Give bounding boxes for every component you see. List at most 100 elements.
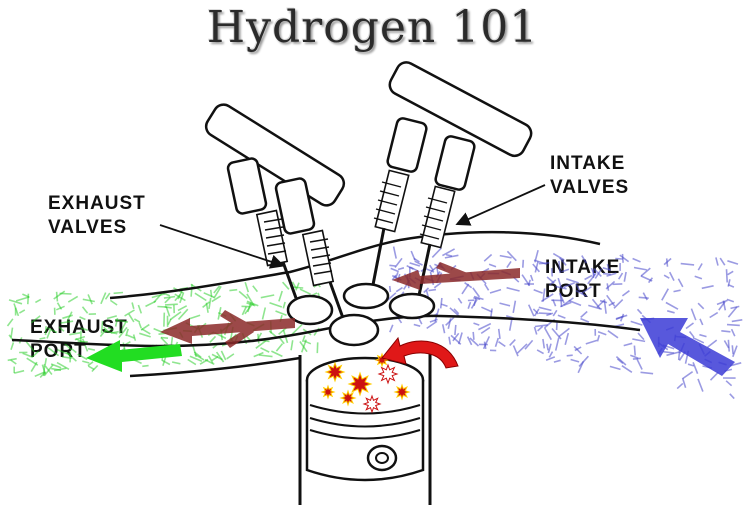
flow-particle: [551, 327, 562, 340]
flow-particle: [538, 306, 552, 312]
flow-particle: [106, 315, 118, 320]
flow-particle: [246, 293, 255, 306]
exhaust-port-arrow: [86, 340, 182, 372]
flow-particle: [546, 343, 549, 351]
flow-particle: [91, 364, 99, 373]
flow-particle: [244, 282, 250, 293]
flow-particle: [194, 292, 207, 302]
flow-particle: [46, 329, 51, 339]
flow-particle: [238, 290, 248, 300]
spark-burst: [339, 389, 357, 407]
flow-particle: [608, 301, 616, 307]
flow-particle: [546, 276, 555, 284]
flow-particle: [131, 302, 135, 310]
spark-burst: [320, 384, 336, 400]
flow-particle: [534, 261, 539, 273]
flow-particle: [606, 294, 616, 307]
flow-particle: [46, 327, 58, 334]
flow-particle: [409, 262, 421, 267]
flow-particle: [395, 286, 403, 293]
flow-particle: [584, 274, 593, 281]
flow-particle: [448, 336, 452, 345]
flow-particle: [80, 327, 89, 331]
flow-particle: [191, 344, 198, 358]
flow-particle: [482, 336, 491, 350]
combustion-sparks: [320, 352, 411, 414]
flow-particle: [211, 295, 222, 303]
flow-particle: [616, 358, 624, 365]
flow-particle: [295, 282, 300, 291]
flow-particle: [275, 310, 287, 317]
flow-particle: [480, 326, 491, 335]
flow-particle: [445, 316, 455, 326]
flow-particle: [578, 355, 589, 367]
flow-particle: [10, 342, 15, 351]
flow-particle: [709, 371, 719, 381]
flow-particle: [727, 306, 738, 318]
flow-particle: [665, 301, 679, 310]
flow-particle: [727, 260, 739, 265]
flow-particle: [291, 324, 303, 335]
flow-particle: [506, 260, 512, 269]
flow-particle: [697, 302, 705, 310]
flow-particle: [472, 287, 481, 298]
flow-particle: [87, 361, 94, 367]
exhaust-valve-assembly: [204, 103, 380, 347]
flow-particle: [506, 286, 520, 292]
flow-particle: [581, 255, 588, 264]
flow-particle: [630, 354, 639, 359]
flow-particle: [74, 335, 86, 341]
flow-particle: [621, 290, 630, 297]
flow-particle: [457, 297, 463, 304]
flow-particle: [636, 358, 643, 370]
flow-particle: [82, 298, 95, 303]
flow-particle: [27, 293, 30, 305]
flow-particle: [163, 295, 176, 299]
flow-particle: [537, 325, 544, 332]
flow-particle: [557, 277, 562, 288]
flow-particle: [124, 309, 135, 317]
flow-particle: [449, 307, 460, 317]
flow-particle: [53, 290, 66, 300]
exhaust-valves-label-line1: EXHAUST: [48, 193, 146, 214]
flow-particle: [699, 333, 707, 338]
flow-particle: [661, 288, 669, 301]
flow-particle: [389, 264, 396, 267]
flow-particle: [207, 355, 214, 364]
flow-particle: [673, 289, 681, 293]
flow-particle: [171, 361, 181, 365]
flow-particle: [666, 310, 675, 314]
flow-particle: [118, 321, 127, 335]
flow-particle: [727, 279, 731, 287]
flow-particle: [269, 301, 283, 308]
flow-particle: [640, 267, 651, 277]
flow-particle: [14, 369, 25, 374]
flow-particle: [597, 331, 607, 336]
flow-particle: [60, 320, 74, 324]
flow-particle: [441, 324, 446, 334]
flow-particle: [258, 354, 273, 358]
flow-particle: [566, 354, 573, 357]
flow-particle: [100, 292, 107, 305]
flow-particle: [727, 339, 730, 352]
flow-particle: [87, 294, 93, 305]
flow-particle: [590, 267, 596, 276]
flow-particle: [547, 343, 552, 354]
flow-particle: [260, 294, 275, 299]
flow-particle: [602, 272, 611, 276]
flow-particle: [142, 364, 149, 368]
flow-particle: [253, 351, 264, 358]
flow-particle: [104, 330, 118, 335]
flow-particle: [499, 254, 512, 259]
spark-burst: [324, 361, 346, 383]
flow-particle: [533, 288, 543, 294]
intake-valves-label-line1: INTAKE: [550, 153, 626, 174]
flow-particle: [676, 382, 684, 390]
flow-particle: [167, 318, 172, 326]
flow-particle: [153, 292, 163, 304]
flow-particle: [252, 285, 259, 293]
flow-particle: [57, 349, 70, 356]
flow-particle: [257, 333, 260, 344]
flow-particle: [290, 340, 294, 351]
